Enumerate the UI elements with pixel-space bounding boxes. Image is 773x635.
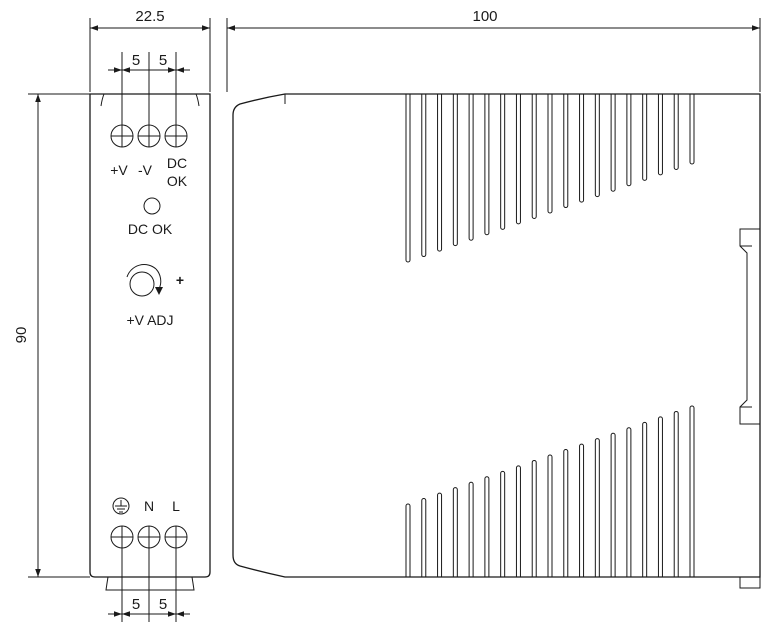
front-width-value: 22.5 [135,8,164,25]
top-pitch-1-value: 5 [132,52,140,69]
dc-ok-led-label: DC OK [128,221,173,237]
ventilation-slot [437,94,443,252]
ventilation-slot [437,492,443,577]
ventilation-slot [421,94,427,258]
terminal-label-plus-v: +V [110,162,128,178]
ventilation-slot [405,94,411,263]
dc-ok-led-icon [143,197,161,215]
ventilation-slot [515,94,521,225]
din-rail-clip [739,228,761,589]
terminal-label-dc-ok-line2: OK [167,173,188,189]
ventilation-slot [452,94,458,247]
voltage-adjust-sign: + [176,272,184,288]
ventilation-slot [642,421,648,577]
ventilation-slot [531,459,537,577]
terminal-screw-icon [110,124,134,148]
ventilation-slot [531,94,537,219]
ground-icon [112,497,130,515]
ventilation-slot [689,94,695,165]
ventilation-slot [500,94,506,230]
front-housing-outline [89,93,211,578]
terminal-screw-icon [164,525,188,549]
ventilation-slot [468,94,474,241]
terminal-label-n: N [144,498,154,514]
ventilation-slot [405,503,411,577]
terminal-label-l: L [172,498,180,514]
ventilation-slot [642,94,648,181]
front-view: +V -V DC OK DC OK + +V ADJ N [89,93,211,591]
ventilation-slot [626,94,632,187]
dimension-height: 90 [13,93,90,578]
ventilation-slot [626,427,632,577]
top-pitch-2-value: 5 [159,52,167,69]
voltage-adjust-label: +V ADJ [126,312,173,328]
ventilation-slot [673,410,679,577]
ventilation-slot [579,94,585,203]
ventilation-slot [500,470,506,577]
terminal-screw-icon [137,525,161,549]
terminal-screw-icon [164,124,188,148]
terminal-label-dc-ok-line1: DC [167,155,187,171]
dimension-side-depth: 100 [226,8,761,92]
ventilation-slot [579,443,585,577]
ventilation-slot [452,487,458,577]
ventilation-slot [468,481,474,577]
ventilation-slot [421,498,427,577]
dimension-top-pitch: 5 5 [108,52,190,136]
ventilation-slot [594,438,600,577]
ventilation-slot [484,94,490,236]
terminal-screw-icon [110,525,134,549]
dimension-bottom-pitch: 5 5 [108,540,190,622]
ventilation-slot [594,94,600,198]
ventilation-slot [689,405,695,577]
ventilation-slots-bottom [405,405,695,577]
ventilation-slot [610,432,616,577]
output-terminal-block: +V -V DC OK [110,124,188,189]
side-view [232,93,761,589]
bottom-pitch-2-value: 5 [159,596,167,613]
side-housing-outline [232,93,761,578]
height-value: 90 [13,327,30,344]
terminal-screw-icon [137,124,161,148]
ventilation-slot [563,94,569,209]
ventilation-slot [657,416,663,577]
voltage-adjust-potentiometer-icon [126,264,163,297]
dimension-front-width: 22.5 [89,8,211,92]
terminal-label-minus-v: -V [138,162,153,178]
bottom-pitch-1-value: 5 [132,596,140,613]
ventilation-slot [673,94,679,170]
ventilation-slot [610,94,616,192]
ventilation-slot [484,476,490,577]
ventilation-slot [547,454,553,577]
ventilation-slot [563,449,569,577]
ventilation-slot [515,465,521,577]
ventilation-slots-top [405,94,695,263]
input-terminal-block: N L [110,497,188,549]
ventilation-slot [547,94,553,214]
ventilation-slot [657,94,663,176]
side-depth-value: 100 [472,8,497,25]
